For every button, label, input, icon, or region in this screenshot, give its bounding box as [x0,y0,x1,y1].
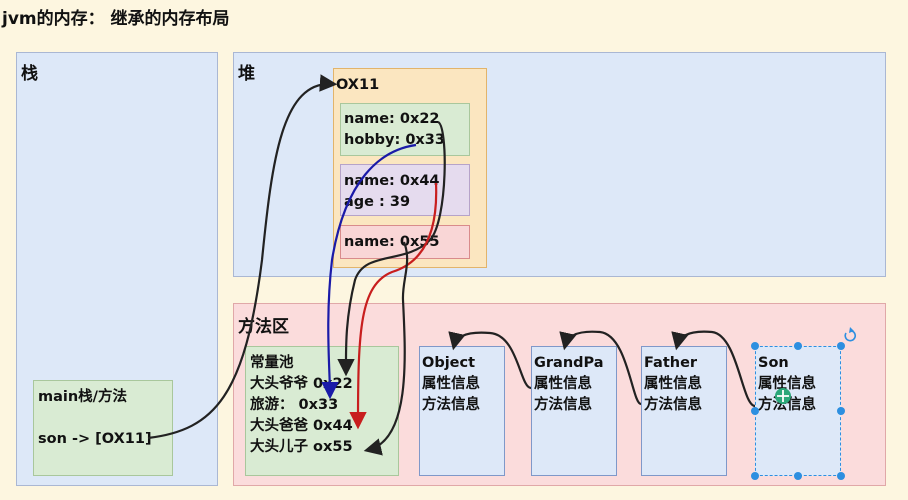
constant-pool-title: 常量池 [250,355,294,371]
heap-label: 堆 [238,64,255,84]
reference-arrow [321,143,417,400]
object-address: OX11 [336,77,380,93]
son-field-hobby: hobby: 0x33 [344,132,445,148]
class-name: GrandPa [534,355,604,371]
class-fields: 属性信息 [758,376,816,392]
frame-title: main栈/方法 [38,389,127,405]
inheritance-arrow [559,330,642,406]
page-title: jvm的内存： 继承的内存布局 [2,9,230,29]
inheritance-arrow [671,330,756,408]
reference-arrow [147,74,338,440]
class-name: Object [422,355,476,371]
move-cursor-icon [775,388,791,404]
stack-label: 栈 [21,64,38,84]
father-field-name: name: 0x44 [344,173,440,189]
son-fields-box[interactable]: name: 0x22 hobby: 0x33 [340,103,470,156]
class-grandpa[interactable]: GrandPa 属性信息 方法信息 [531,346,617,476]
class-object[interactable]: Object 属性信息 方法信息 [419,346,505,476]
constant-pool-entry: 大头爸爸 0x44 [250,418,353,434]
son-field-name: name: 0x22 [344,111,440,127]
resize-handle[interactable] [837,472,845,480]
rotate-icon [844,327,856,342]
class-name: Son [758,355,789,371]
resize-handle[interactable] [751,342,759,350]
resize-handle[interactable] [794,472,802,480]
class-fields: 属性信息 [534,376,592,392]
main-stack-frame[interactable]: main栈/方法 son -> [OX11] [33,380,173,476]
class-father[interactable]: Father 属性信息 方法信息 [641,346,727,476]
resize-handle[interactable] [837,407,845,415]
class-methods: 方法信息 [422,397,480,413]
class-son[interactable]: Son 属性信息 方法信息 [755,346,841,476]
class-methods: 方法信息 [758,397,816,413]
class-methods: 方法信息 [644,397,702,413]
class-fields: 属性信息 [644,376,702,392]
class-name: Father [644,355,698,371]
resize-handle[interactable] [751,407,759,415]
resize-handle[interactable] [794,342,802,350]
father-fields-box[interactable]: name: 0x44 age : 39 [340,164,470,216]
father-field-age: age : 39 [344,194,411,210]
reference-arrow [349,182,438,430]
constant-pool-entry: 旅游： 0x33 [250,397,339,413]
inheritance-arrow [448,331,532,390]
class-fields: 属性信息 [422,376,480,392]
frame-variable: son -> [OX11] [38,431,152,447]
reference-arrow [337,120,446,377]
class-methods: 方法信息 [534,397,592,413]
resize-handle[interactable] [837,342,845,350]
reference-arrow [363,241,409,456]
grandpa-field-name: name: 0x55 [344,234,440,250]
constant-pool-entry: 大头儿子 ox55 [250,439,353,455]
resize-handle[interactable] [751,472,759,480]
